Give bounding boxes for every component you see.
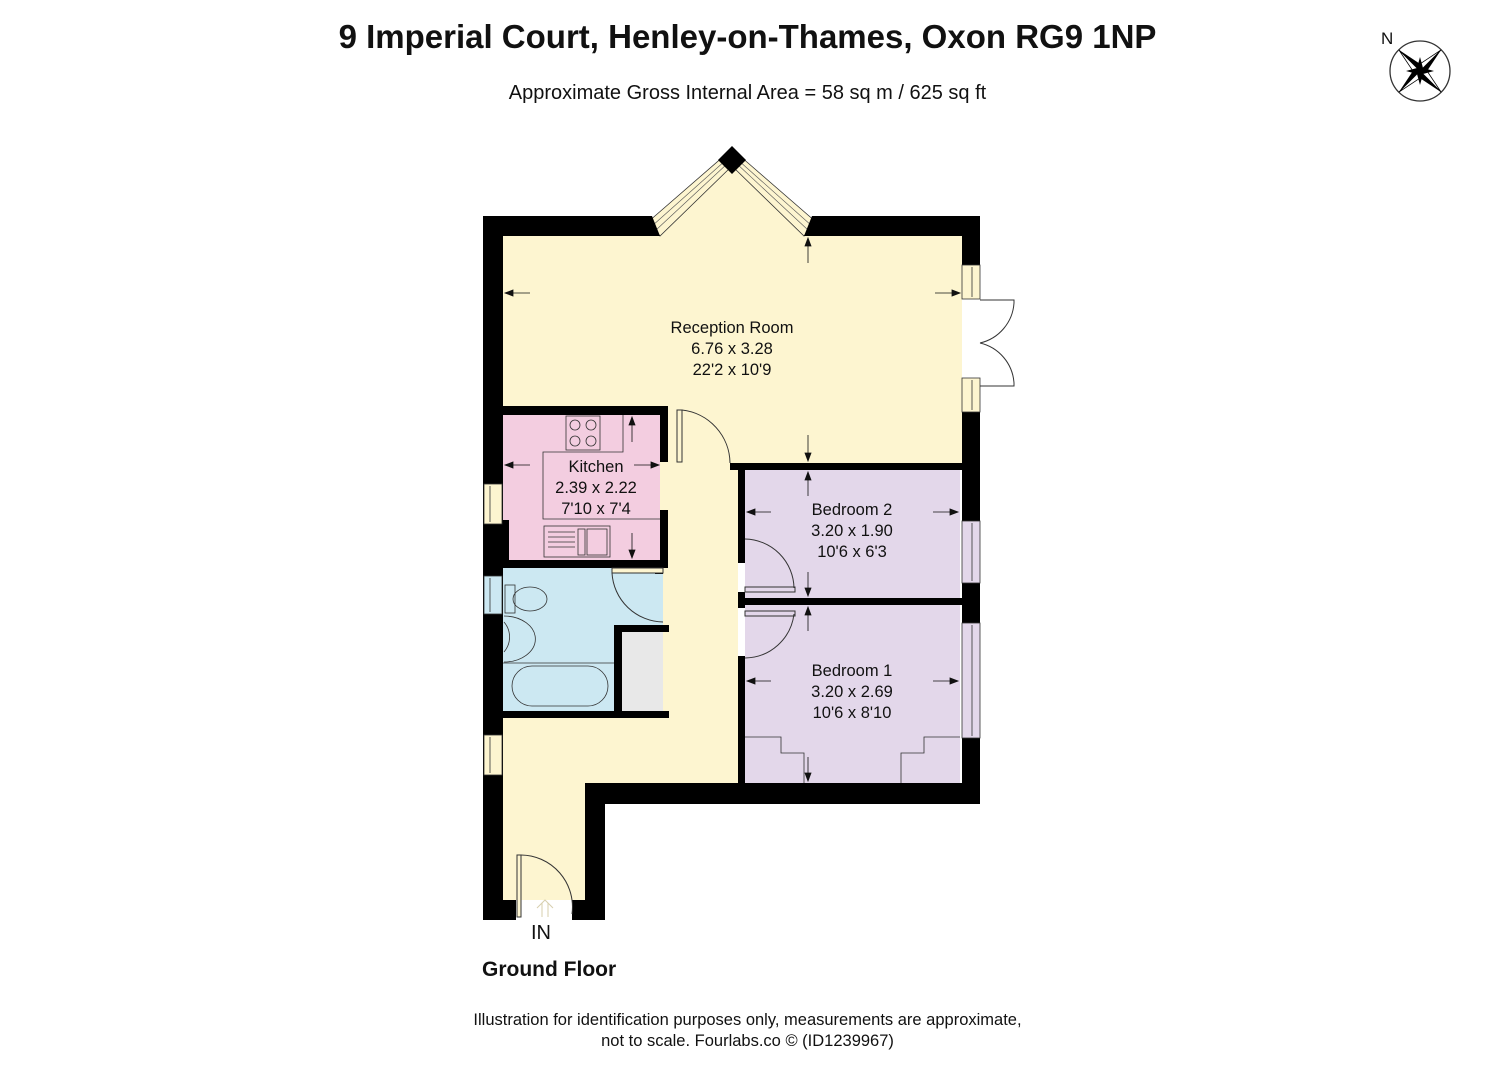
windows <box>483 264 981 776</box>
room-kitchen: Kitchen 2.39 x 2.22 7'10 x 7'4 <box>536 457 656 520</box>
bathroom-fittings <box>503 584 614 707</box>
room-imperial: 10'6 x 8'10 <box>812 704 892 722</box>
compass-north-label: N <box>1381 29 1393 48</box>
room-metric: 3.20 x 1.90 <box>811 522 893 540</box>
window-bedroom-2 <box>961 520 981 584</box>
room-reception: Reception Room 6.76 x 3.28 22'2 x 10'9 <box>632 318 832 381</box>
room-bedroom-2: Bedroom 2 3.20 x 1.90 10'6 x 6'3 <box>792 500 912 563</box>
room-bedroom-1: Bedroom 1 3.20 x 2.69 10'6 x 8'10 <box>792 661 912 724</box>
doors <box>516 299 1015 918</box>
compass-rose-icon: N <box>1381 29 1451 102</box>
room-name: Bedroom 1 <box>811 662 893 680</box>
entrance-arrow-icon <box>536 899 554 917</box>
room-imperial: 10'6 x 6'3 <box>817 543 887 561</box>
room-imperial: 22'2 x 10'9 <box>692 361 772 379</box>
walls <box>483 216 980 920</box>
toilet-icon <box>512 586 548 612</box>
disclaimer-line-1: Illustration for identification purposes… <box>473 1011 1022 1029</box>
compass: N <box>1375 24 1455 106</box>
entrance-label: IN <box>531 922 551 944</box>
room-metric: 6.76 x 3.28 <box>691 340 773 358</box>
window-hall <box>483 734 503 776</box>
bath-icon <box>511 665 609 707</box>
toilet-cistern-icon <box>504 584 516 614</box>
gross-area: Approximate Gross Internal Area = 58 sq … <box>508 82 987 104</box>
bay-window <box>647 146 817 237</box>
room-metric: 3.20 x 2.69 <box>811 683 893 701</box>
window-reception-lower <box>961 377 981 413</box>
cupboard-floor <box>622 632 663 711</box>
basin-icon <box>503 621 510 653</box>
floor-label: Ground Floor <box>482 958 617 981</box>
window-bathroom <box>483 575 503 615</box>
dimension-arrows <box>503 236 962 783</box>
window-bedroom-1 <box>961 622 981 739</box>
room-name: Kitchen <box>568 458 624 476</box>
room-metric: 2.39 x 2.22 <box>555 479 637 497</box>
room-name: Bedroom 2 <box>811 501 893 519</box>
window-reception-upper <box>961 264 981 300</box>
disclaimer-line-2: not to scale. Fourlabs.co © (ID1239967) <box>601 1032 894 1050</box>
room-name: Reception Room <box>670 319 794 337</box>
kitchen-fittings <box>542 415 660 558</box>
sink-icon <box>543 525 611 558</box>
page-title: 9 Imperial Court, Henley-on-Thames, Oxon… <box>338 18 1157 55</box>
kitchen-floor <box>503 415 660 560</box>
disclaimer: Illustration for identification purposes… <box>0 1010 1495 1052</box>
hob-icon <box>565 415 601 451</box>
window-kitchen <box>483 483 503 525</box>
bedroom-2-floor <box>745 470 960 598</box>
wardrobes <box>745 736 960 783</box>
room-imperial: 7'10 x 7'4 <box>561 500 631 518</box>
